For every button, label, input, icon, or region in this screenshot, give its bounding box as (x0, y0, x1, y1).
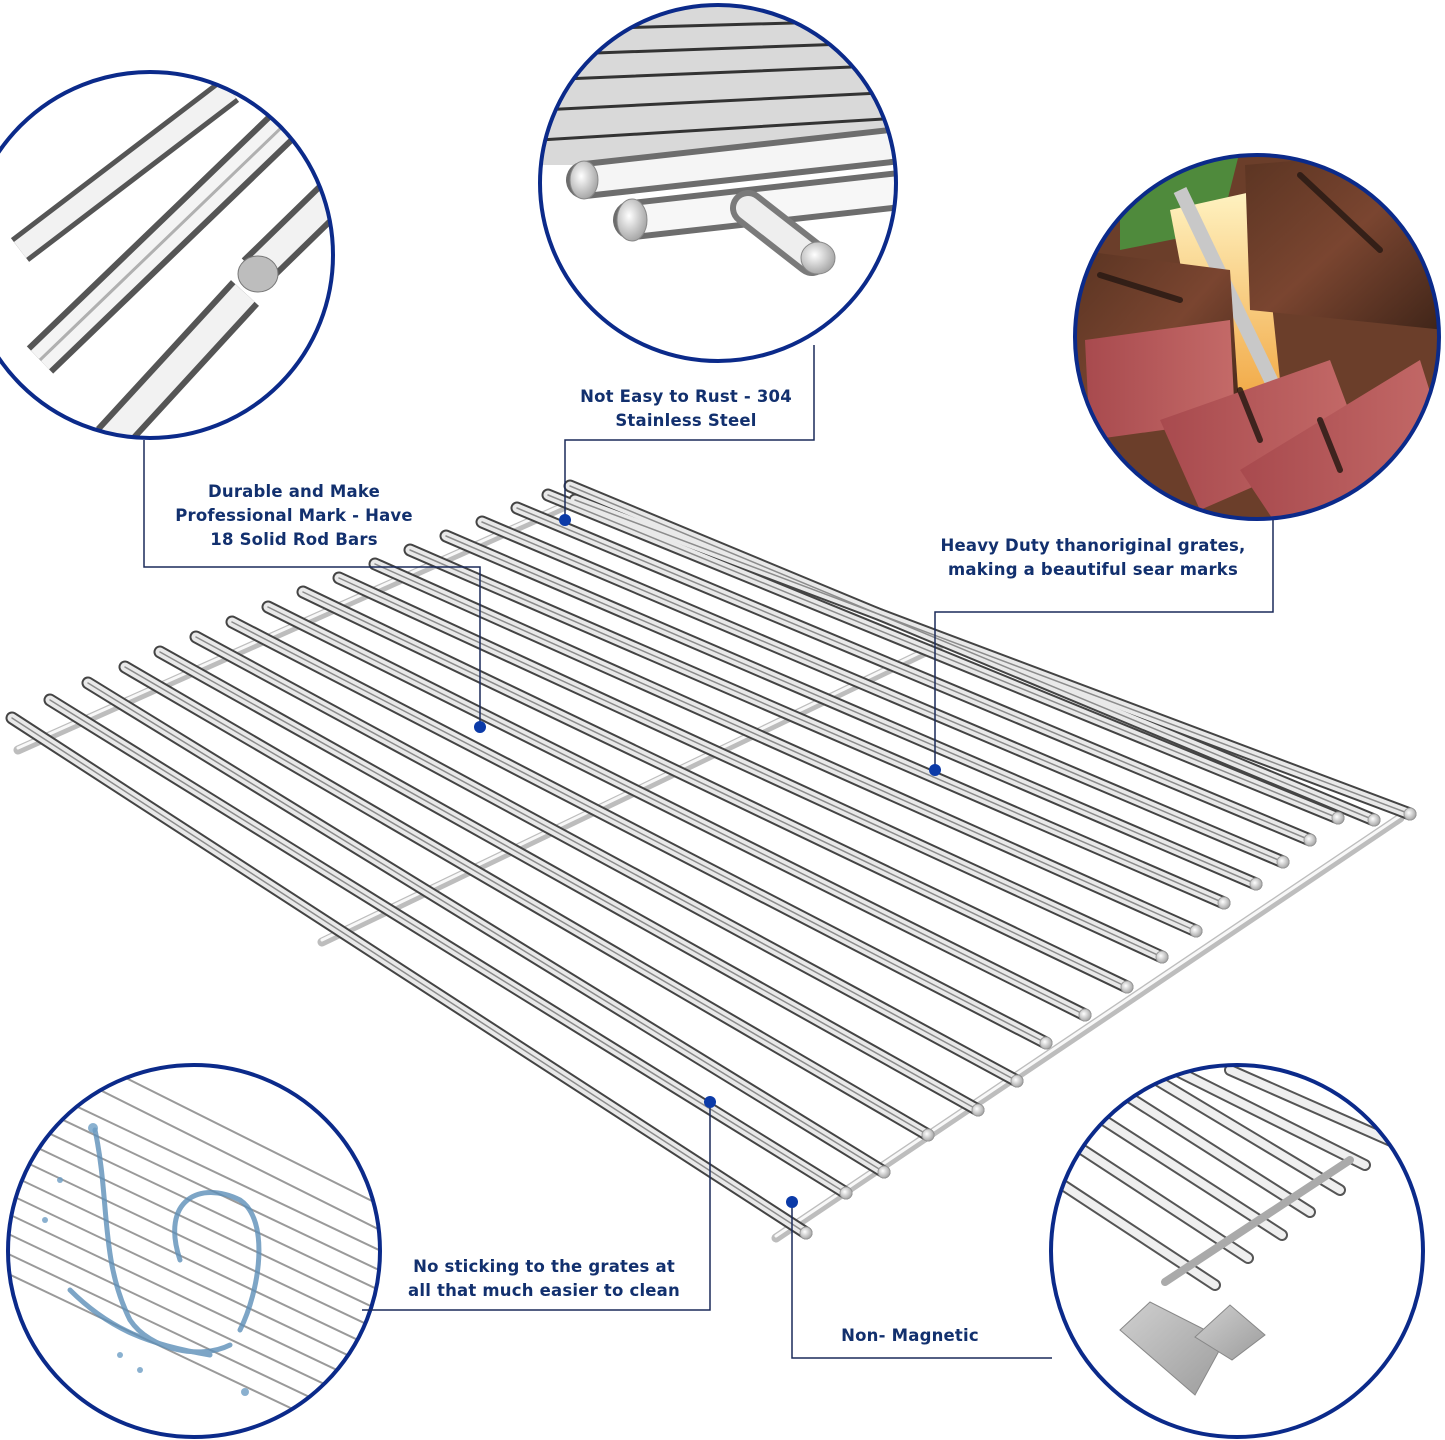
callout-line: 18 Solid Rod Bars (210, 530, 378, 549)
detail-circle-grilled-steak (1073, 153, 1441, 521)
callout-rust-resistant: Not Easy to Rust - 304 Stainless Steel (568, 385, 804, 433)
callout-line: all that much easier to clean (408, 1281, 680, 1300)
callout-line: Stainless Steel (615, 411, 757, 430)
callout-line: making a beautiful sear marks (948, 560, 1238, 579)
callout-durable-rods: Durable and Make Professional Mark - Hav… (160, 480, 428, 552)
callout-leader-lines (143, 345, 1274, 1359)
callout-line: Non- Magnetic (841, 1326, 979, 1345)
callout-anchor-dots (474, 514, 941, 1208)
detail-circle-rod-cross-section (0, 70, 335, 440)
callout-line: No sticking to the grates at (413, 1257, 675, 1276)
detail-circle-magnet (1049, 1063, 1425, 1439)
callout-line: Durable and Make (207, 482, 381, 501)
callout-heavy-duty: Heavy Duty thanoriginal grates, making a… (930, 534, 1256, 582)
callout-easy-clean: No sticking to the grates at all that mu… (395, 1255, 693, 1303)
callout-line: Heavy Duty thanoriginal grates, (940, 536, 1246, 555)
grate-rods (5, 479, 1417, 1243)
callout-line: Professional Mark - Have (175, 506, 413, 525)
callout-line: Not Easy to Rust - 304 (580, 387, 792, 406)
callout-non-magnetic: Non- Magnetic (820, 1324, 1000, 1348)
detail-circle-rod-ends (538, 3, 898, 363)
detail-circle-water-splash (6, 1063, 382, 1439)
